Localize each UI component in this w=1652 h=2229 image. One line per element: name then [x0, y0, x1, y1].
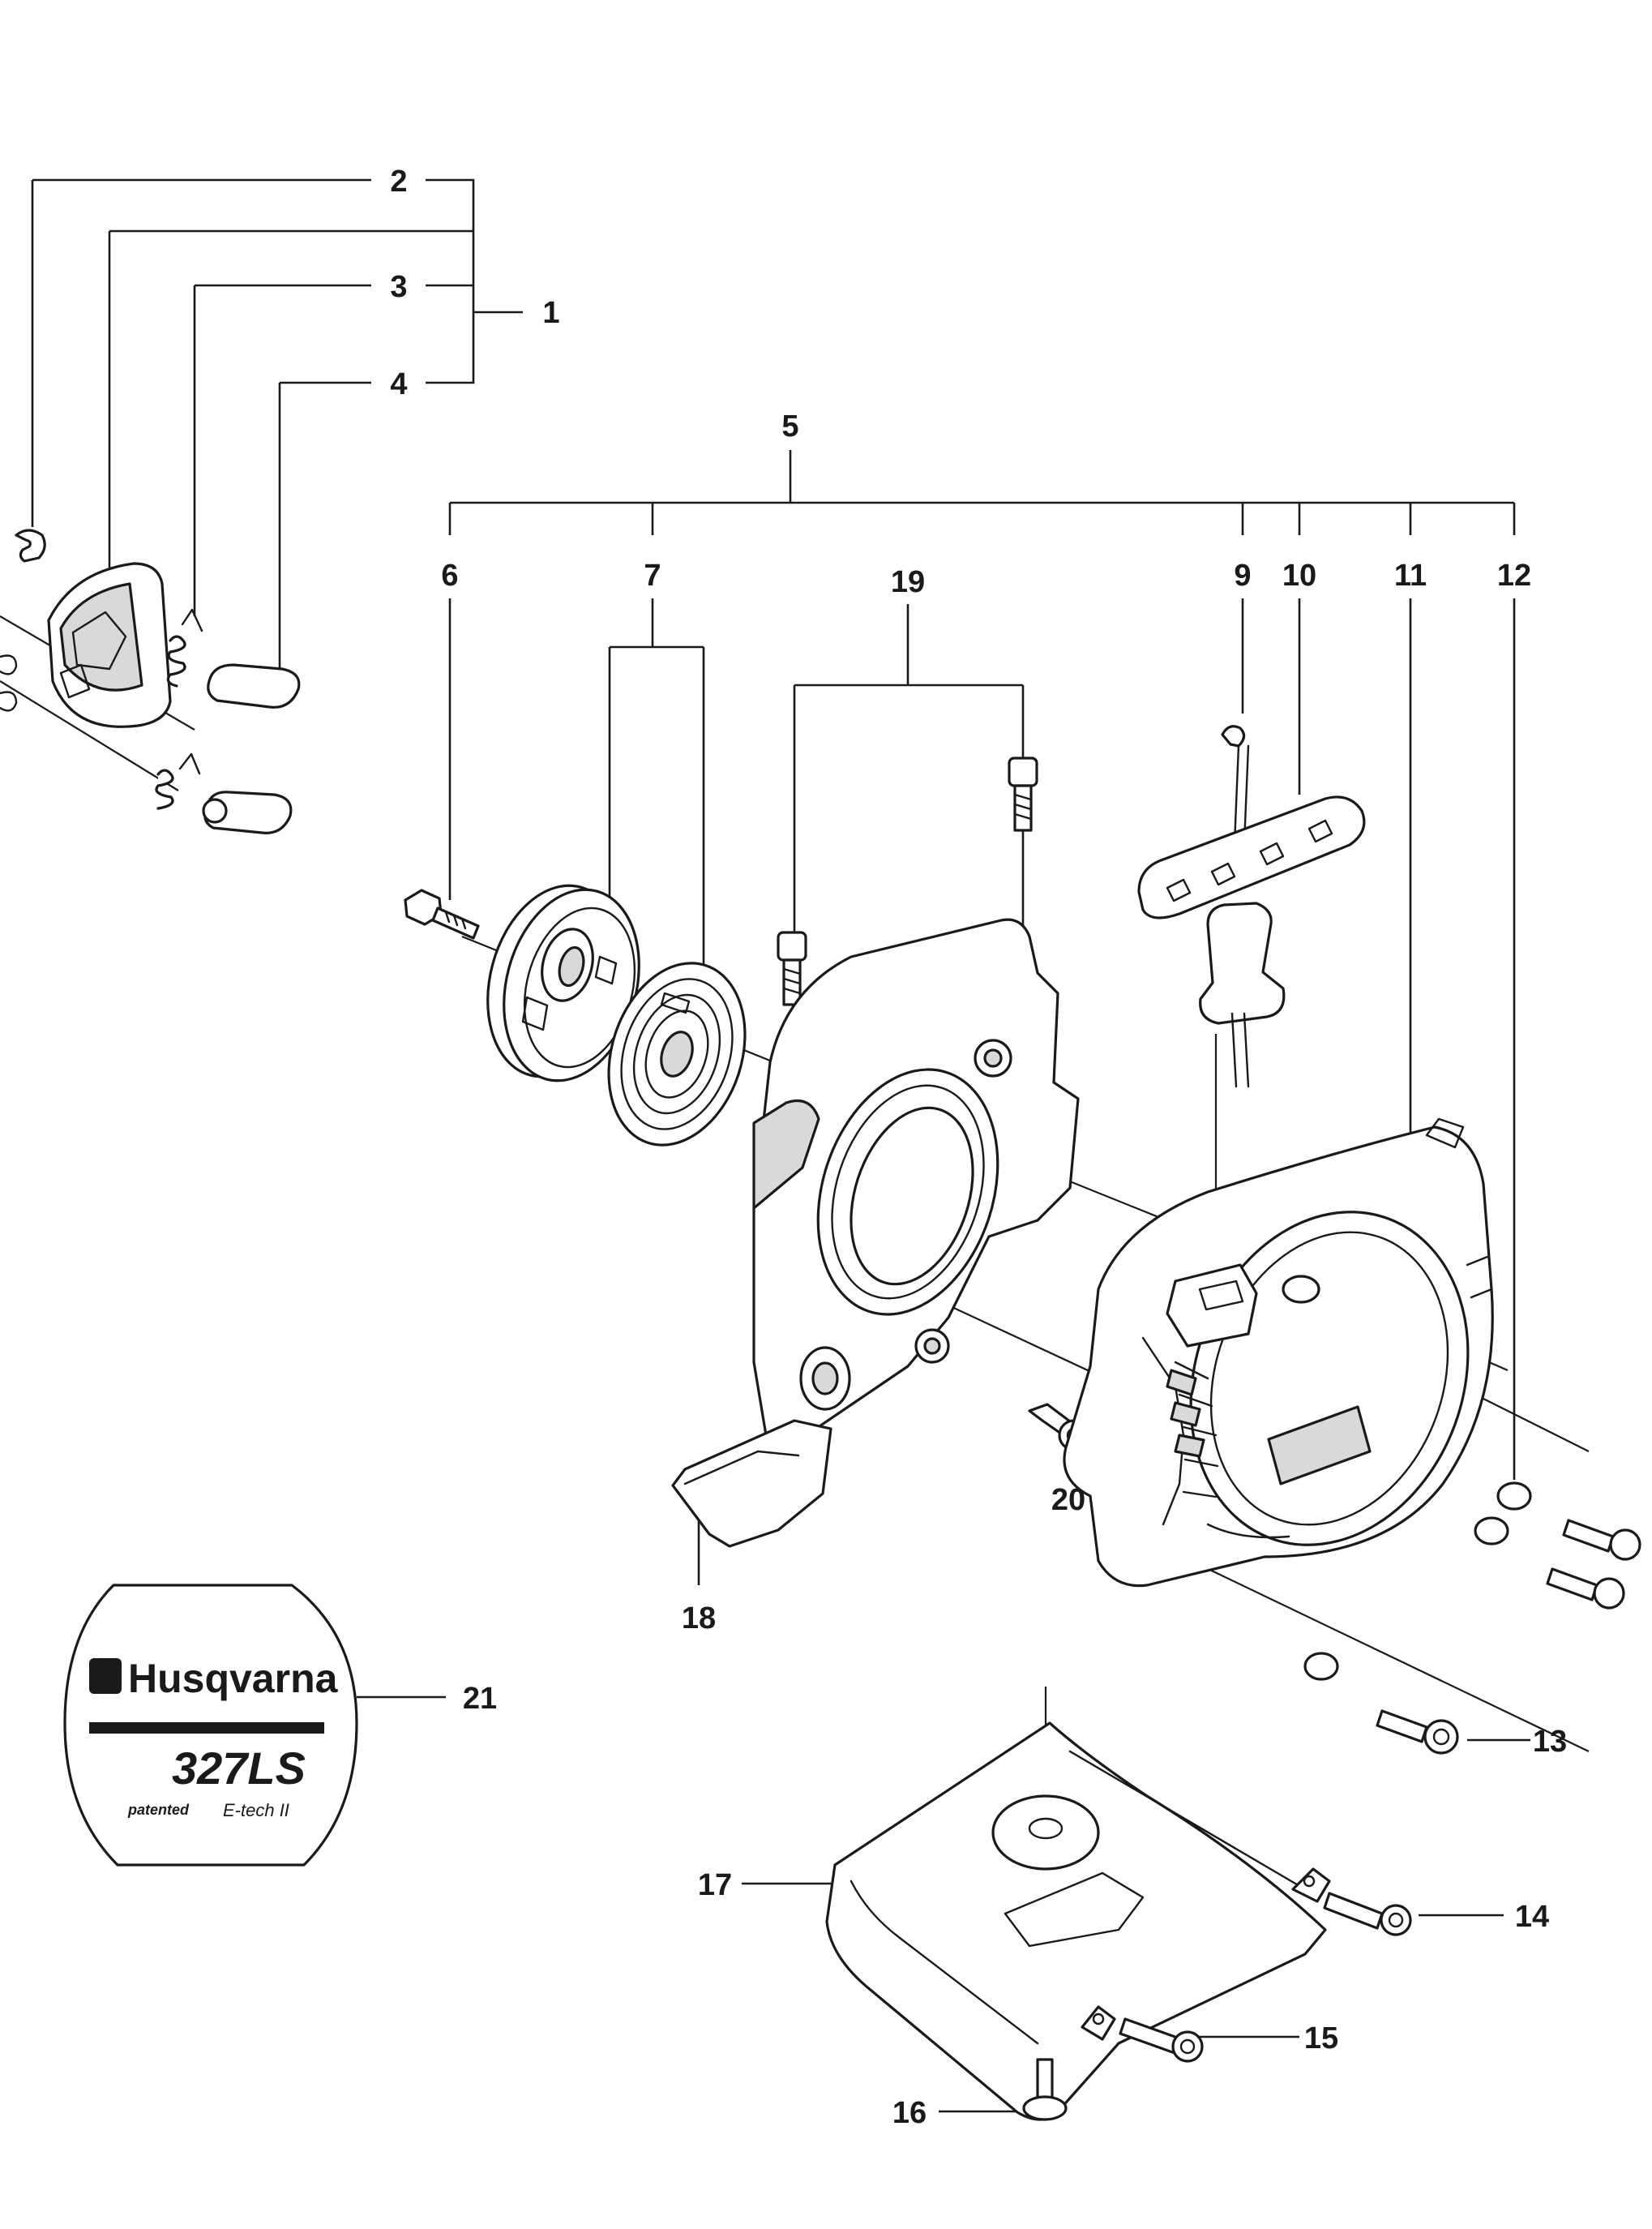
callout-2: 2 [390, 165, 407, 199]
callout-1: 1 [542, 296, 559, 330]
screws-14-15-16 [1022, 1892, 1412, 2121]
callout-13: 13 [1533, 1725, 1567, 1759]
decal-patent-text: patented [127, 1802, 190, 1818]
starter-housing-18 [671, 918, 1080, 1548]
guard-plate-17 [825, 1721, 1331, 2121]
decal-brand-text: Husqvarna [128, 1656, 339, 1701]
decal-logo-mark [89, 1658, 122, 1694]
starter-handle-10 [1137, 725, 1366, 1088]
bushings-and-screws-12-13 [1303, 1481, 1641, 1755]
callout-18: 18 [682, 1601, 716, 1635]
screws-19 [777, 757, 1038, 1006]
callout-3: 3 [390, 270, 407, 304]
callout-20: 20 [1051, 1483, 1085, 1517]
starter-pawl-carrier-assembly [0, 529, 301, 834]
callout-11: 11 [1394, 559, 1427, 593]
callout-12: 12 [1497, 559, 1531, 593]
callout-9: 9 [1234, 559, 1251, 593]
decal-model-text: 327LS [172, 1742, 306, 1794]
callout-19: 19 [891, 565, 925, 599]
callout-14: 14 [1515, 1900, 1549, 1934]
callout-21: 21 [463, 1682, 497, 1716]
recoil-spring-7 [607, 962, 747, 1147]
callout-17: 17 [698, 1868, 732, 1902]
leader-lines [31, 178, 1530, 2113]
callout-15: 15 [1304, 2021, 1338, 2055]
callout-4: 4 [390, 367, 407, 401]
callout-7: 7 [644, 559, 661, 593]
callout-numbers: 2 3 1 4 5 6 7 19 9 10 11 12 20 18 21 13 … [390, 165, 1567, 2130]
decal-stripe [89, 1722, 324, 1734]
callout-5: 5 [781, 409, 798, 444]
decal-21: Husqvarna 327LS patented E-tech II [63, 1584, 358, 1867]
decal-tech-text: E-tech II [223, 1800, 289, 1820]
bolt-6 [404, 889, 480, 940]
starter-pulley-7 [486, 884, 640, 1082]
fan-cover-11 [1063, 1117, 1494, 1588]
callout-6: 6 [441, 559, 458, 593]
callout-16: 16 [892, 2096, 927, 2130]
callout-10: 10 [1282, 559, 1316, 593]
